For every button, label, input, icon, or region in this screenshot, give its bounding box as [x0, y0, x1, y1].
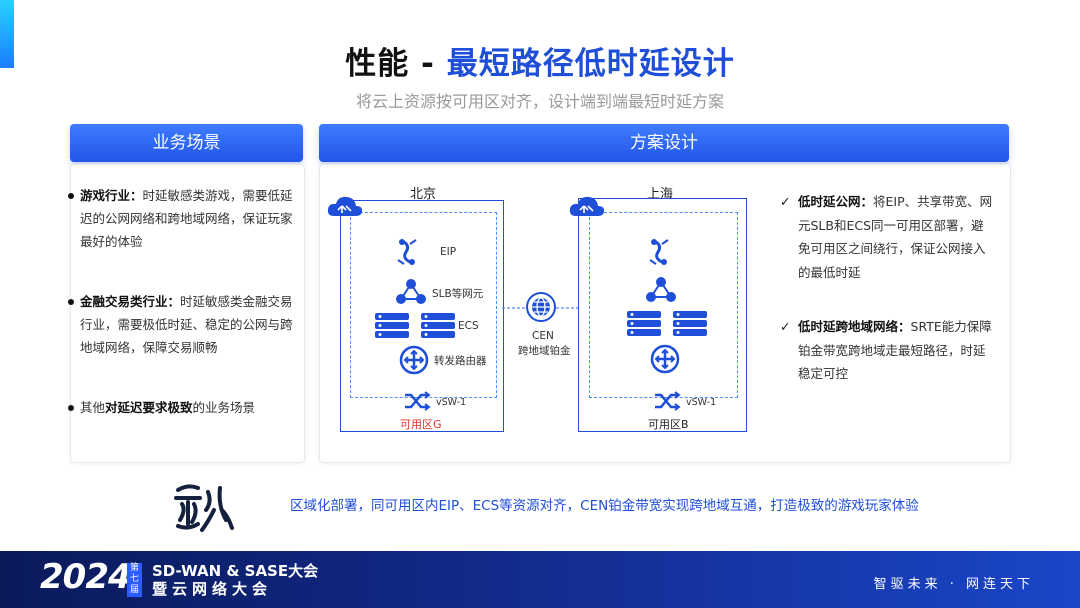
scenario-item-finance: 金融交易类行业：时延敏感类金融交易行业，需要极低时延、稳定的公网与跨地域网络，保…: [68, 290, 294, 359]
leihuo-logo: [174, 484, 234, 532]
vsw-a-label: vSW-1: [436, 397, 467, 408]
page-title: 性能 - 最短路径低时延设计: [0, 38, 1080, 83]
eip-icon: [397, 239, 417, 265]
design-point-title: 低时延公网：: [798, 194, 874, 209]
server-icon: [421, 313, 455, 338]
cen-sub-label: 跨地域铂金: [518, 345, 571, 357]
router-icon: [399, 345, 429, 375]
footer-banner: 2024 第七届 SD-WAN & SASE大会 暨云网络大会 智驱未来 · 网…: [0, 551, 1080, 608]
scenario-item-text: 时延敏感类金融交易行业，需要极低时延、稳定的公网与跨地域网络，保障交易顺畅: [80, 294, 293, 355]
footer-conference-title: SD-WAN & SASE大会: [152, 562, 319, 580]
region-beijing-label: 北京: [410, 187, 437, 202]
az-b-label: 可用区B: [648, 418, 689, 431]
scenario-item-game: 游戏行业：时延敏感类游戏，需要低延迟的公网网络和跨地域网络，保证玩家最好的体验: [68, 184, 294, 253]
az-g-label: 可用区G: [400, 418, 442, 431]
design-point-text: SRTE能力保障铂金带宽跨地域走最短路径，时延稳定可控: [798, 319, 992, 381]
design-point-text: 将EIP、共享带宽、网元SLB和ECS同一可用区部署，避免可用区之间绕行，保证公…: [798, 194, 993, 280]
design-point-title: 低时延跨地域网络：: [798, 319, 911, 334]
eip-icon: [649, 239, 669, 265]
footer-edition-badge: 第七届: [127, 563, 142, 597]
router-icon: [650, 344, 680, 374]
footer-slogan: 智驱未来 · 网连天下: [873, 577, 1034, 592]
accent-bar: [0, 0, 14, 68]
scenario-item-text: 的业务场景: [192, 400, 256, 415]
summary-text: 区域化部署，同可用区内EIP、ECS等资源对齐，CEN铂金带宽实现跨地域互通，打…: [290, 498, 919, 514]
bullet-icon: [68, 193, 74, 199]
title-prefix: 性能 -: [345, 46, 447, 82]
server-icon: [627, 311, 661, 336]
footer-year: 2024: [40, 557, 132, 597]
page-subtitle: 将云上资源按可用区对齐，设计端到端最短时延方案: [355, 92, 724, 111]
footer-conference-subtitle: 暨云网络大会: [152, 580, 273, 598]
scenario-item-text: 时延敏感类游戏，需要低延迟的公网网络和跨地域网络，保证玩家最好的体验: [80, 188, 293, 249]
router-label: 转发路由器: [434, 355, 487, 367]
server-icon: [673, 311, 707, 336]
cloud-icon: [327, 196, 363, 216]
vswitch-icon: [655, 391, 681, 411]
slb-icon: [396, 279, 426, 304]
title-highlight: 最短路径低时延设计: [446, 46, 735, 82]
check-icon: ✓: [780, 319, 791, 334]
bullet-icon: [68, 405, 74, 411]
server-icon: [375, 313, 409, 338]
design-point-public: ✓ 低时延公网：将EIP、共享带宽、网元SLB和ECS同一可用区部署，避免可用区…: [780, 190, 994, 284]
vsw-b-label: vSW-1: [686, 397, 717, 408]
scenario-item-title: 金融交易类行业：: [80, 294, 181, 309]
cloud-icon: [569, 196, 605, 216]
az-g-box: [350, 212, 497, 398]
scenario-item-title: 对延迟要求极致: [105, 400, 193, 415]
solution-header: 方案设计: [319, 124, 1009, 162]
scenario-item-other: 其他对延迟要求极致的业务场景: [68, 396, 294, 419]
design-point-cross-region: ✓ 低时延跨地域网络：SRTE能力保障铂金带宽跨地域走最短路径，时延稳定可控: [780, 315, 994, 386]
slb-label: SLB等网元: [432, 288, 484, 300]
region-beijing-box: [340, 200, 504, 432]
cen-icon: [526, 292, 556, 322]
cen-label: CEN: [532, 330, 554, 342]
scenario-item-title: 游戏行业：: [80, 188, 143, 203]
region-shanghai-box: [578, 198, 747, 432]
bullet-icon: [68, 299, 74, 305]
ecs-label: ECS: [458, 320, 479, 332]
slb-icon: [646, 277, 676, 302]
vswitch-icon: [405, 391, 431, 411]
eip-label: EIP: [440, 246, 457, 258]
scenario-header: 业务场景: [70, 124, 303, 162]
scenario-item-pre: 其他: [80, 400, 106, 415]
scenario-panel: [70, 164, 305, 463]
cen-link-line: [502, 307, 580, 309]
check-icon: ✓: [780, 194, 791, 209]
